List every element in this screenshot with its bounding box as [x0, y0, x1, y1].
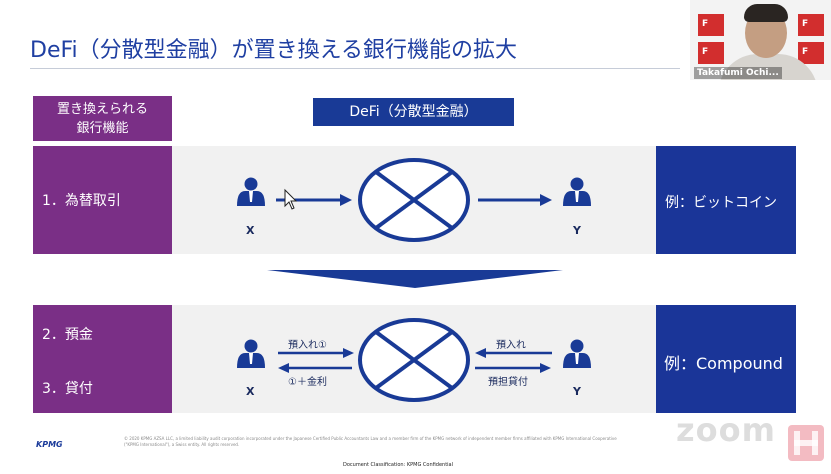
row1-label: 1．為替取引 — [42, 193, 121, 209]
backdrop-logo-tile: F — [698, 14, 724, 36]
header-line-2: 銀行機能 — [76, 120, 129, 136]
arrow-left-icon — [475, 348, 552, 358]
party-x-label: X — [246, 385, 255, 398]
deposit-arrow-label: 預入れ① — [288, 340, 327, 351]
row2-example-box — [656, 305, 796, 413]
defi-header: DeFi（分散型金融） — [313, 98, 514, 126]
backdrop-logo-tile: F — [798, 42, 824, 64]
person-icon — [237, 177, 265, 206]
title-divider — [30, 68, 680, 69]
party-x-label: X — [246, 224, 255, 237]
replaced-functions-header: 置き換えられる 銀行機能 — [33, 96, 172, 141]
person-icon — [237, 339, 265, 368]
arrow-right-icon — [478, 194, 552, 206]
mouse-cursor-icon — [284, 188, 298, 210]
host-logo-icon — [788, 425, 824, 461]
participant-video[interactable]: F F F F Takafumi Ochi... — [690, 0, 831, 80]
person-icon — [563, 177, 591, 206]
legal-footer: © 2020 KPMG AZSA LLC, a limited liabilit… — [124, 436, 617, 441]
party-y-label: Y — [573, 385, 581, 398]
legal-footer-2: ("KPMG International"), a Swiss entity. … — [124, 442, 240, 447]
person-icon — [563, 339, 591, 368]
deposit-arrow-label-right: 預入れ — [496, 340, 526, 351]
row1-function-box — [33, 146, 172, 254]
arrow-right-icon — [278, 348, 354, 358]
row2-example: 例：Compound — [664, 354, 783, 373]
slide-title: DeFi（分散型金融）が置き換える銀行機能の拡大 — [30, 38, 517, 63]
backdrop-logo-tile: F — [698, 42, 724, 64]
party-y-label: Y — [573, 224, 581, 237]
row2-function-box — [33, 305, 172, 413]
document-classification: Document Classification: KPMG Confidenti… — [343, 462, 454, 468]
participant-hair — [744, 4, 788, 22]
row1-example: 例：ビットコイン — [665, 195, 777, 211]
arrow-right-icon — [475, 363, 551, 373]
cross-circle-icon — [358, 318, 470, 402]
row1-example-box — [656, 146, 796, 254]
header-line-1: 置き換えられる — [56, 101, 148, 117]
kpmg-logo: KPMG — [36, 440, 63, 449]
zoom-watermark: zoom — [676, 411, 776, 449]
collateral-loan-label: 預担貸付 — [488, 377, 528, 388]
down-wedge-icon — [267, 270, 563, 288]
row2-label-deposit: 2．預金 — [42, 327, 93, 343]
backdrop-logo-tile: F — [798, 14, 824, 36]
interest-arrow-label: ①＋金利 — [288, 377, 327, 388]
participant-name: Takafumi Ochi... — [694, 67, 782, 79]
row2-label-lending: 3．貸付 — [42, 381, 93, 397]
cross-circle-icon — [358, 158, 470, 242]
arrow-left-icon — [278, 363, 352, 373]
